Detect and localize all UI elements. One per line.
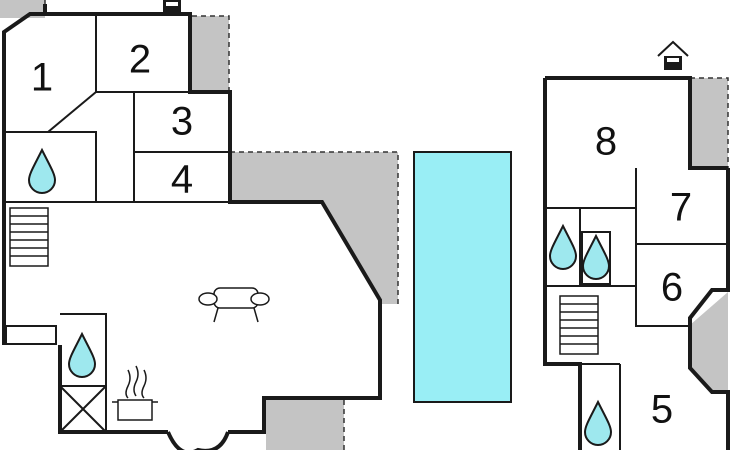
water-drop-icon [67, 331, 97, 378]
stairs-icon [9, 207, 49, 267]
room-number-1: 1 [31, 56, 53, 100]
terrace-room6-side [690, 292, 728, 392]
stove-icon [112, 365, 158, 421]
room-number-2: 2 [129, 38, 151, 82]
room-number-5: 5 [651, 388, 673, 432]
terrace-room2-side [192, 16, 229, 92]
swimming-pool [413, 151, 512, 403]
cabinet-cross [59, 385, 107, 433]
water-drop-icon [581, 233, 611, 280]
house-icon [657, 40, 689, 70]
room-number-6: 6 [661, 266, 683, 310]
room-number-7: 7 [670, 186, 692, 230]
stairs-icon [559, 295, 599, 355]
chimney-icon [163, 0, 181, 12]
room-number-8: 8 [595, 120, 617, 164]
water-drop-icon [583, 399, 613, 446]
terrace-bottom [266, 400, 344, 450]
water-drop-icon [548, 223, 578, 270]
room-number-3: 3 [171, 100, 193, 144]
house-left [1, 4, 382, 450]
water-drop-icon [27, 147, 57, 194]
sofa-icon [198, 287, 270, 323]
room-number-4: 4 [171, 158, 193, 202]
terrace-room8-side [690, 78, 728, 168]
terrace-living-east [230, 152, 398, 304]
house-right [543, 76, 730, 450]
